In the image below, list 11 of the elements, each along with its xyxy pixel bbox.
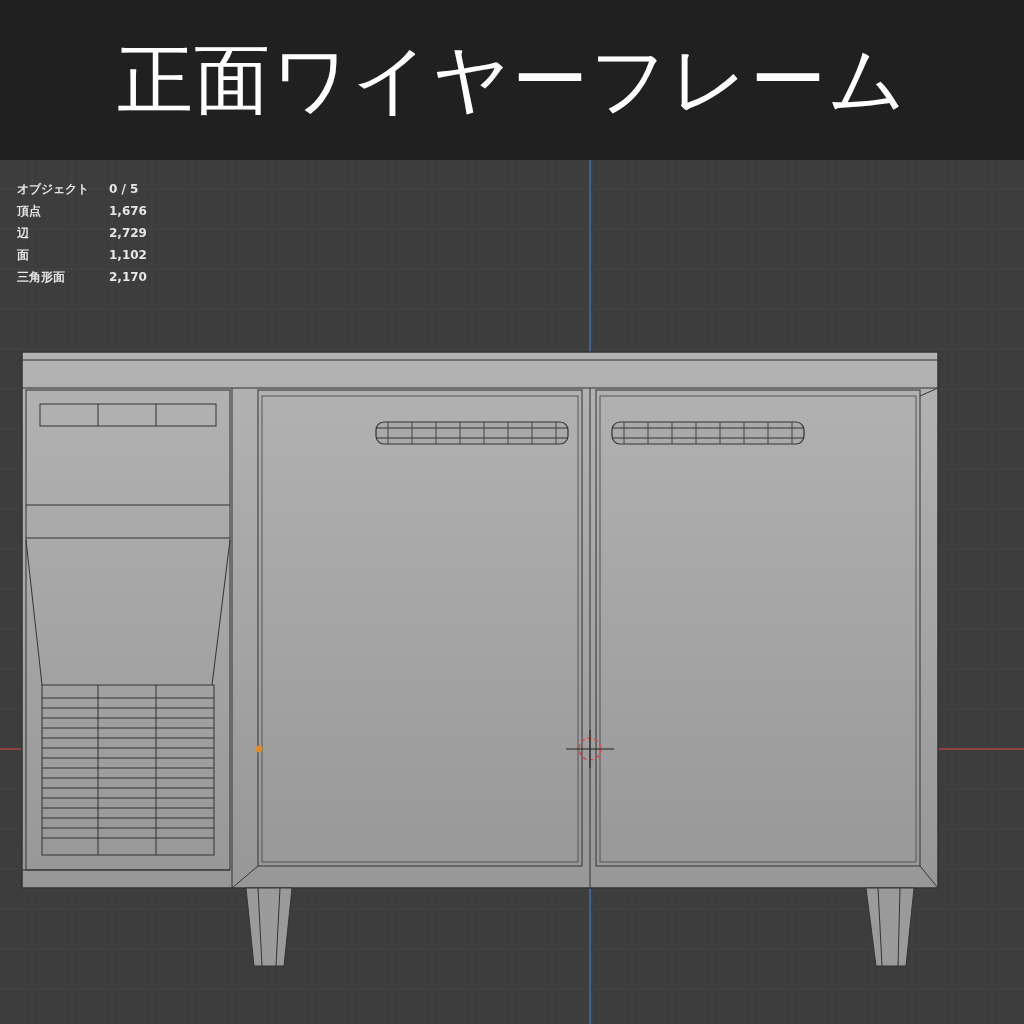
stat-value: 1,676	[109, 203, 147, 220]
stat-label: オブジェクト	[17, 181, 90, 198]
title: 正面ワイヤーフレーム	[116, 42, 908, 118]
stat-value: 1,102	[109, 247, 147, 264]
stat-value: 2,729	[109, 225, 147, 242]
stat-label: 面	[17, 247, 30, 264]
stat-label: 三角形面	[17, 269, 66, 286]
stat-value: 2,170	[109, 269, 147, 286]
stat-value: 0 / 5	[109, 181, 139, 198]
stat-label: 辺	[17, 225, 30, 242]
stat-label: 頂点	[17, 203, 42, 220]
